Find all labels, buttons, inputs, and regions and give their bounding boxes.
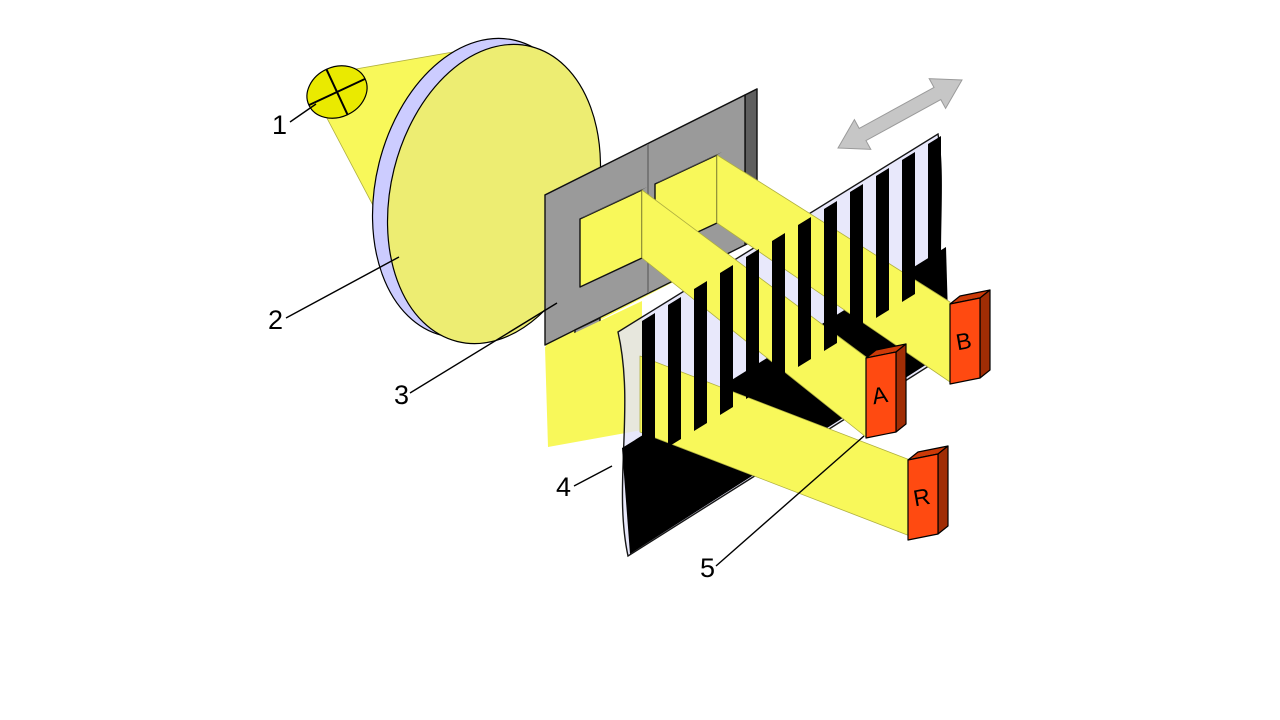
callout-3-leader	[409, 302, 558, 394]
callouts: 1 2 3 4 5	[268, 103, 865, 583]
stripe	[746, 249, 759, 399]
callout-5-label: 5	[700, 553, 715, 583]
callout-4-leader	[573, 465, 613, 487]
detector-b-label: B	[954, 327, 974, 355]
motion-arrow-icon	[837, 78, 963, 150]
detector-a: A	[865, 343, 907, 439]
detector-a-side-face	[895, 343, 907, 433]
code-strip-stripes	[642, 136, 941, 463]
stripe	[642, 313, 655, 463]
detector-b: B	[949, 289, 991, 385]
stripe	[850, 184, 863, 334]
callout-3-label: 3	[394, 380, 409, 410]
callout-2-leader	[285, 256, 400, 319]
lamp-cross-vertical	[325, 68, 349, 116]
stripe	[772, 233, 785, 383]
detector-b-side-face	[979, 289, 991, 379]
stripe	[720, 265, 733, 415]
callout-4-label: 4	[556, 472, 571, 502]
detector-r-side-face	[937, 445, 949, 535]
stripe	[876, 168, 889, 318]
detector-r-label: R	[911, 483, 932, 511]
mask-window-a-shadow	[580, 187, 647, 219]
callout-5-leader	[715, 435, 865, 567]
callout-2-label: 2	[268, 305, 283, 335]
stripe	[824, 201, 837, 351]
callout-1-leader	[289, 103, 317, 123]
lamp-icon	[306, 65, 368, 119]
beam-spill	[545, 301, 642, 447]
detector-r-front-face	[907, 453, 939, 541]
mask-window-b-shadow	[655, 152, 722, 184]
stripe	[694, 281, 707, 431]
detector-a-front-face	[865, 351, 897, 439]
detector-b-front-face	[949, 297, 981, 385]
detector-r: R	[907, 445, 949, 541]
detector-a-label: A	[870, 381, 890, 409]
stripe	[798, 217, 811, 367]
stripe	[902, 152, 915, 302]
callout-1-label: 1	[272, 110, 287, 140]
stripe	[928, 136, 941, 286]
stripe	[668, 297, 681, 447]
